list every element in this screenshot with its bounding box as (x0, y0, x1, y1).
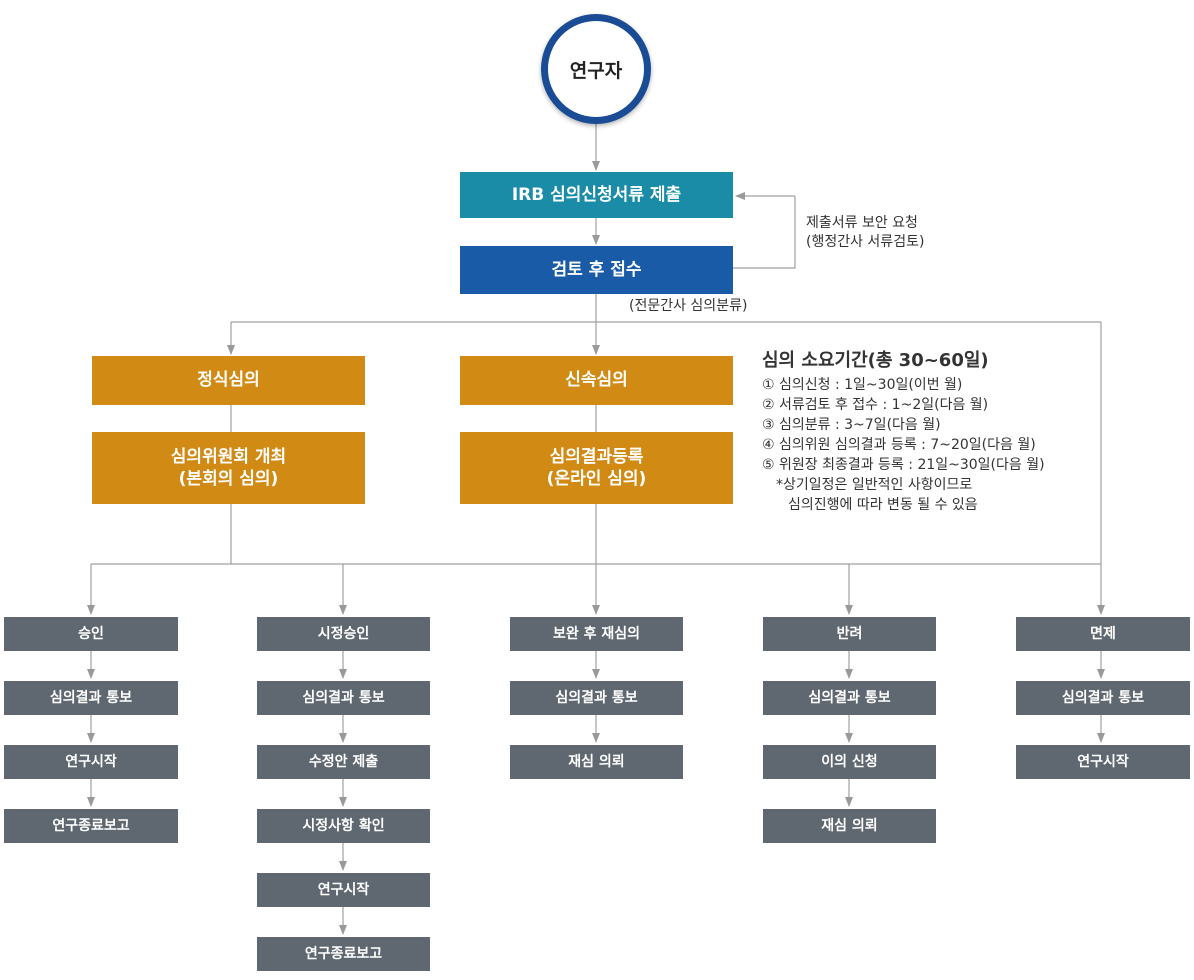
committee-meeting-line-1: 심의위원회 개최 (170, 446, 287, 467)
result-register-line-1: 심의결과등록 (549, 446, 644, 467)
step-label: 재심 의뢰 (568, 753, 625, 770)
step-box: 연구시작 (257, 873, 430, 907)
outcome-label: 시정승인 (317, 625, 370, 642)
step-box: 수정안 제출 (257, 745, 430, 779)
step-label: 심의결과 통보 (49, 689, 133, 706)
result-register-line-2: (온라인 심의) (546, 469, 647, 489)
outcome-conditional-approve-box: 시정승인 (257, 617, 430, 651)
researcher-label: 연구자 (569, 59, 623, 82)
step-box: 심의결과 통보 (763, 681, 936, 715)
step-label: 심의결과 통보 (302, 689, 385, 706)
step-label: 심의결과 통보 (1061, 689, 1145, 706)
step-box: 시정사항 확인 (257, 809, 430, 843)
step-label: 연구종료보고 (304, 945, 383, 962)
step-label: 심의결과 통보 (808, 689, 891, 706)
schedule-note: *상기일정은 일반적인 사항이므로 (776, 477, 973, 493)
regular-review-label: 정식심의 (197, 370, 260, 391)
step-label: 시정사항 확인 (302, 817, 385, 834)
classification-note-text: (전문간사 심의분류) (629, 298, 748, 314)
result-register-box: 심의결과등록 (온라인 심의) (460, 432, 733, 504)
step-box: 연구종료보고 (257, 937, 430, 971)
step-box: 심의결과 통보 (4, 681, 178, 715)
expedited-review-label: 신속심의 (565, 370, 628, 391)
outcome-label: 승인 (78, 625, 104, 642)
step-box: 심의결과 통보 (1016, 681, 1190, 715)
review-receipt-box: 검토 후 접수 (460, 246, 733, 294)
step-box: 심의결과 통보 (257, 681, 430, 715)
step-label: 연구시작 (317, 881, 370, 898)
supplement-request-line-2: (행정간사 서류검토) (806, 233, 925, 250)
feedback-loop-line (733, 196, 796, 269)
review-schedule: 심의 소요기간(총 30~60일) ① 심의신청 : 1일~30일(이번 월) … (762, 346, 1045, 515)
supplement-request-line-1: 제출서류 보안 요청 (806, 215, 918, 231)
schedule-item: ① 심의신청 : 1일~30일(이번 월) (762, 377, 963, 393)
committee-meeting-box: 심의위원회 개최 (본회의 심의) (92, 432, 365, 504)
schedule-item: ③ 심의분류 : 3~7일(다음 월) (762, 417, 941, 433)
supplement-request-note: 제출서류 보안 요청 (행정간사 서류검토) (806, 214, 924, 252)
schedule-note: 심의진행에 따라 변동 될 수 있음 (788, 497, 978, 513)
committee-meeting-line-2: (본회의 심의) (178, 469, 279, 489)
step-label: 심의결과 통보 (555, 689, 638, 706)
outcome-label: 반려 (836, 625, 863, 642)
schedule-item: ② 서류검토 후 접수 : 1~2일(다음 월) (762, 397, 989, 413)
submit-documents-box: IRB 심의신청서류 제출 (460, 172, 733, 218)
schedule-item: ④ 심의위원 심의결과 등록 : 7~20일(다음 월) (762, 437, 1036, 453)
schedule-title: 심의 소요기간(총 30~60일) (762, 350, 989, 371)
expedited-review-box: 신속심의 (460, 356, 733, 405)
step-box: 연구시작 (1016, 745, 1190, 779)
step-label: 수정안 제출 (308, 753, 379, 770)
step-box: 연구시작 (4, 745, 178, 779)
schedule-item: ⑤ 위원장 최종결과 등록 : 21일~30일(다음 월) (762, 457, 1045, 473)
column-arrows (87, 651, 1105, 935)
step-label: 연구종료보고 (52, 817, 130, 834)
step-box: 재심 의뢰 (510, 745, 683, 779)
researcher-circle: 연구자 (541, 14, 651, 124)
outcome-approve-box: 승인 (4, 617, 178, 651)
step-box: 이의 신청 (763, 745, 936, 779)
step-label: 이의 신청 (821, 753, 878, 770)
step-box: 연구종료보고 (4, 809, 178, 843)
outcome-rereview-box: 보완 후 재심의 (510, 617, 683, 651)
step-box: 재심 의뢰 (763, 809, 936, 843)
outcome-label: 보완 후 재심의 (552, 625, 641, 642)
outcome-label: 면제 (1090, 625, 1116, 642)
regular-review-box: 정식심의 (92, 356, 365, 405)
classification-note: (전문간사 심의분류) (629, 297, 747, 316)
review-receipt-label: 검토 후 접수 (551, 259, 642, 280)
submit-documents-label: IRB 심의신청서류 제출 (511, 184, 682, 205)
step-label: 연구시작 (65, 753, 117, 770)
step-label: 연구시작 (1077, 753, 1129, 770)
step-label: 재심 의뢰 (821, 817, 878, 834)
outcome-exempt-box: 면제 (1016, 617, 1190, 651)
outcome-reject-box: 반려 (763, 617, 936, 651)
step-box: 심의결과 통보 (510, 681, 683, 715)
